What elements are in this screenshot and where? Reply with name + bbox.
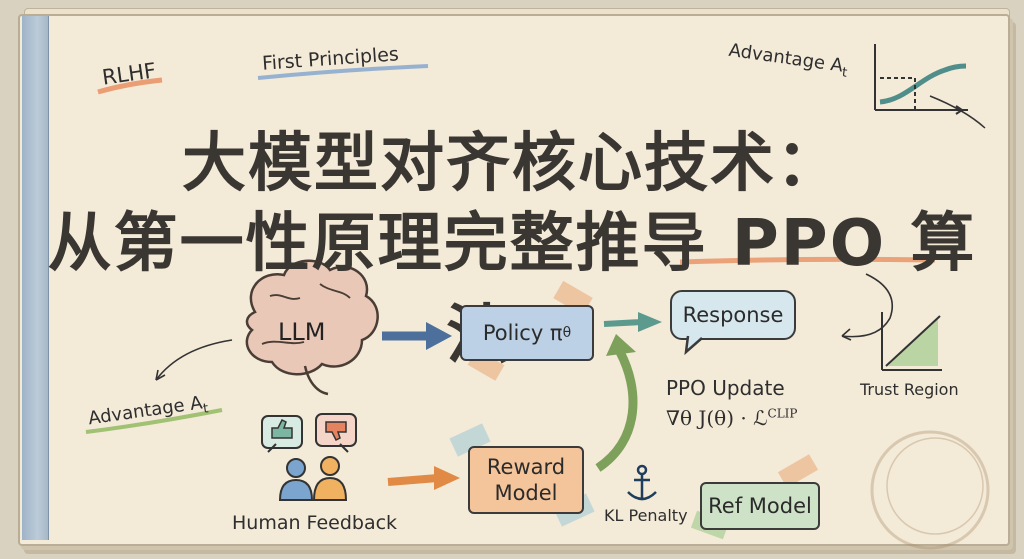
brain-to-advantage-arrow	[155, 339, 233, 381]
first-principles-underline	[257, 64, 429, 80]
ref-model-label: Ref Model	[708, 494, 812, 518]
ppo-formula: ∇θ J(θ) · ℒCLIP	[666, 406, 797, 430]
reward-tape-top	[449, 423, 491, 457]
human-to-reward-arrow	[387, 466, 460, 490]
notebook-spine	[22, 16, 49, 540]
brain-icon	[245, 259, 379, 396]
response-node: Response	[670, 290, 796, 340]
thumbs-up-icon	[261, 415, 303, 453]
trust-region-label: Trust Region	[860, 380, 959, 399]
response-label: Response	[682, 303, 784, 327]
llm-to-policy-arrow	[382, 322, 452, 350]
ref-model-node: Ref Model	[700, 482, 820, 530]
policy-subscript: θ	[562, 325, 572, 341]
anchor-icon	[627, 464, 657, 501]
title-underline	[679, 256, 936, 265]
ppo-formula-text: ∇θ J(θ) · ℒ	[666, 406, 768, 430]
reward-to-policy-arrow	[595, 334, 638, 472]
policy-to-response-arrow	[603, 312, 662, 332]
reward-label-line1: Reward	[486, 455, 566, 479]
loop-arrow-right	[841, 273, 894, 341]
kl-penalty-label: KL Penalty	[604, 506, 688, 525]
ppo-update-label: PPO Update	[666, 376, 785, 400]
person-orange-icon	[312, 456, 348, 501]
title-line-1: 大模型对齐核心技术：	[182, 127, 842, 201]
policy-label: Policy π	[482, 321, 563, 345]
human-feedback-label: Human Feedback	[232, 512, 398, 534]
person-blue-icon	[278, 458, 314, 501]
ref-tape-top	[777, 454, 819, 488]
reward-label-line2: Model	[494, 481, 558, 505]
trust-region-chart-icon	[881, 312, 942, 371]
llm-label: LLM	[278, 318, 326, 346]
ppo-formula-superscript: CLIP	[767, 406, 798, 421]
advantage-chart-icon	[874, 44, 968, 115]
thumbs-down-icon	[315, 413, 357, 453]
reward-model-node: Reward Model	[468, 446, 584, 514]
advantage-left-underline	[85, 408, 223, 434]
rlhf-underline	[97, 77, 163, 95]
curve-arrow-right	[929, 95, 986, 129]
coffee-stain-icon	[870, 430, 990, 550]
